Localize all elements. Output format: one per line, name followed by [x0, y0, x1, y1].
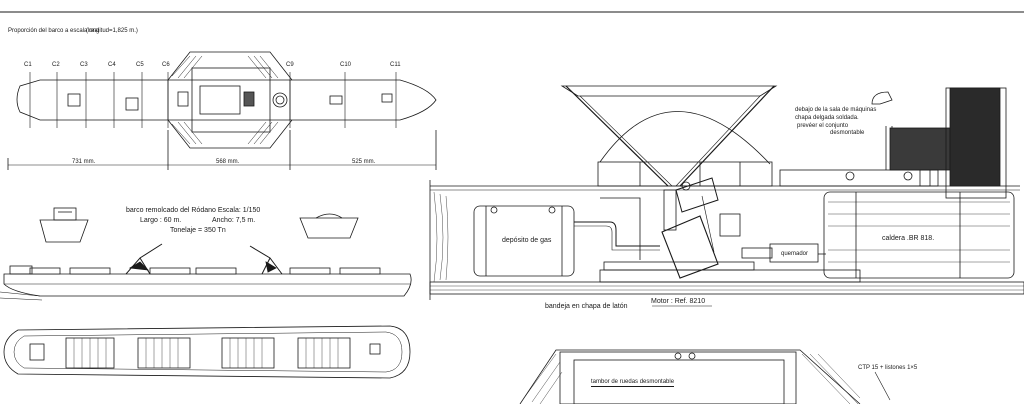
stern-section: [299, 213, 359, 239]
boiler-label: caldera .BR 818.: [882, 235, 935, 242]
paddle-drum: [519, 349, 891, 404]
proportion-note: Proporción del barco a escala real: [8, 28, 100, 34]
bottom-plan-view: [3, 325, 411, 379]
frame-label: C9: [286, 62, 294, 68]
frame-label: C11: [390, 62, 401, 68]
motor-assembly: [661, 177, 741, 279]
dimension-label: 731 mm.: [72, 159, 96, 165]
burner-label: quemador: [781, 251, 809, 257]
frame-label: C4: [108, 62, 116, 68]
slats-label: CTP 15 + listones 1×5: [858, 365, 918, 371]
drum-label: tambor de ruedas desmontable: [591, 379, 675, 387]
motor-label: Motor : Ref. 8210: [651, 298, 706, 305]
engine-room-section: [429, 85, 1024, 307]
barge-tonnage: Tonelaje = 350 Tn: [170, 227, 226, 234]
dimension-label: 525 mm.: [352, 159, 376, 165]
barge-title: barco remolcado del Ródano Escala: 1/150: [126, 207, 261, 214]
gas-tank-label: depósito de gas: [502, 237, 552, 244]
frame-label: C10: [340, 62, 352, 68]
engine-note: prevéer el conjunto: [797, 123, 849, 129]
plan-view-hull: [7, 51, 437, 170]
engine-note: debajo de la sala de máquinas: [795, 107, 877, 113]
barge-length: Largo : 60 m.: [140, 217, 182, 224]
frame-label: C6: [162, 62, 170, 68]
engine-note: chapa delgada soldada.: [795, 115, 859, 121]
side-elevation: [0, 243, 412, 301]
frame-label: C2: [52, 62, 60, 68]
frame-label: C1: [24, 62, 32, 68]
dimension-label: 568 mm.: [216, 159, 240, 165]
tray-label: bandeja en chapa de latón: [545, 303, 628, 310]
frame-label: C3: [80, 62, 88, 68]
frame-label: C5: [136, 62, 144, 68]
barge-beam: Ancho: 7,5 m.: [212, 217, 256, 224]
bow-section: [39, 207, 89, 243]
engine-note: desmontable: [830, 130, 865, 136]
length-note: (longitud=1,825 m.): [86, 28, 138, 34]
